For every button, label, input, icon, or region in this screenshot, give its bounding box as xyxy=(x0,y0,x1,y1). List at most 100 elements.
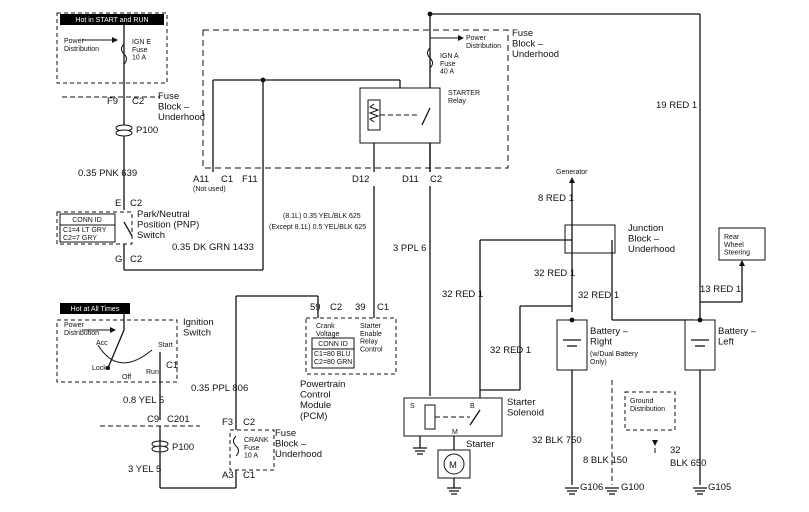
conn-f9: F9 xyxy=(107,96,118,107)
wire-label-ppl806: 0.35 PPL 806 xyxy=(191,383,248,394)
conn-c9: C9 xyxy=(147,414,159,425)
wire-label-red32b: 32 RED 1 xyxy=(534,268,575,279)
ground-g105: G105 xyxy=(708,482,731,493)
wire-label-ppl6: 3 PPL 6 xyxy=(393,243,426,254)
wire-label-red32c: 32 RED 1 xyxy=(578,290,619,301)
conn-c1-a11: C1 xyxy=(221,174,233,185)
wire-label-blk150: 8 BLK 150 xyxy=(583,455,627,466)
crank-fuse-icon xyxy=(233,435,239,457)
conn-c201: C201 xyxy=(167,414,190,425)
pnp-conn-id-box xyxy=(59,213,116,243)
conn-c2-pnp: C2 xyxy=(130,198,142,209)
pcm-conn-id-title: CONN ID xyxy=(318,341,348,348)
conn-c2-top: C2 xyxy=(132,96,144,107)
conn-c2-d11: C2 xyxy=(430,174,442,185)
splice-dot xyxy=(697,317,703,323)
ign-start: Start xyxy=(158,342,173,349)
solenoid-b: B xyxy=(470,403,475,410)
arrow-icon xyxy=(739,260,745,266)
pnp-switch-contact xyxy=(123,221,133,237)
connector-icon xyxy=(115,129,133,137)
ground-g100: G100 xyxy=(621,482,644,493)
pcm-conn-c2: C2 xyxy=(330,302,342,313)
wire-label-dkgrn1433: 0.35 DK GRN 1433 xyxy=(172,242,254,253)
conn-c1-crank: C1 xyxy=(243,470,255,481)
motor-m-glyph: M xyxy=(449,460,457,471)
solenoid-coil-icon xyxy=(424,404,436,430)
wire-label-pnk639: 0.35 PNK 639 xyxy=(78,168,137,179)
ground-icon xyxy=(447,487,461,495)
ground-icon xyxy=(413,447,427,455)
ign-a-fuse-icon xyxy=(427,47,433,69)
conn-p100-bottom: P100 xyxy=(172,442,194,453)
junction-block xyxy=(564,224,616,254)
wire-label-yel5b: 3 YEL 5 xyxy=(128,464,161,475)
wire-label-red8: 8 RED 1 xyxy=(538,193,574,204)
arrow-icon xyxy=(458,35,464,41)
pcm-pin-39: 39 xyxy=(355,302,366,313)
wire-label-yelblk81: (8.1L) 0.35 YEL/BLK 625 xyxy=(283,213,361,220)
relay-coil-zigzag xyxy=(368,103,380,123)
ignition-switch-box xyxy=(56,319,178,383)
solenoid-s: S xyxy=(410,403,415,410)
solenoid-contact xyxy=(469,409,481,426)
rear-wheel-steering-box xyxy=(718,227,766,261)
hot-all-times-banner xyxy=(60,303,130,314)
conn-c1-ign: C1 xyxy=(166,360,178,371)
ground-icon xyxy=(693,487,707,495)
wire-label-red32d: 32 RED 1 xyxy=(490,345,531,356)
battery-left-box xyxy=(684,319,716,371)
wire-label-blk750: 32 BLK 750 xyxy=(532,435,582,446)
wire-label-blk650a: 32 xyxy=(670,445,681,456)
conn-c2-pnp-b: C2 xyxy=(130,254,142,265)
underhood-fuse-block xyxy=(202,29,509,169)
conn-a3: A3 xyxy=(222,470,234,481)
solenoid-m: M xyxy=(452,429,458,436)
ign-off: Off xyxy=(122,374,131,381)
pcm-conn-c1: C1 xyxy=(377,302,389,313)
arrow-icon xyxy=(569,177,575,183)
relay-contact xyxy=(421,107,431,126)
pnp-conn-id-title: CONN ID xyxy=(72,217,102,224)
conn-not-used: (Not used) xyxy=(193,186,226,193)
wire-label-blk650b: BLK 650 xyxy=(670,458,706,469)
ign-run: Run xyxy=(146,369,159,376)
conn-f11: F11 xyxy=(242,174,258,185)
conn-f3: F3 xyxy=(222,417,233,428)
wire-label-yelblkexc: (Except 8.1L) 0.5 YEL/BLK 625 xyxy=(269,224,366,231)
ground-distribution-box xyxy=(624,391,676,431)
crank-fuse-box xyxy=(229,429,275,471)
ign-pivot xyxy=(106,366,110,370)
ign-switch-arc xyxy=(97,344,153,364)
ground-g106: G106 xyxy=(580,482,603,493)
ign-acc: Acc xyxy=(96,340,108,347)
ground-icon xyxy=(605,487,619,495)
battery-right-box xyxy=(556,319,588,371)
arrow-icon xyxy=(652,440,658,446)
starter-label: Starter xyxy=(466,439,495,450)
hot-all-times-label: Hot at All Times xyxy=(71,306,120,313)
pcm-pin-59: 59 xyxy=(310,302,321,313)
ign-switch-wiper xyxy=(107,329,125,369)
conn-a11: A11 xyxy=(193,174,209,185)
conn-d12: D12 xyxy=(352,174,369,185)
